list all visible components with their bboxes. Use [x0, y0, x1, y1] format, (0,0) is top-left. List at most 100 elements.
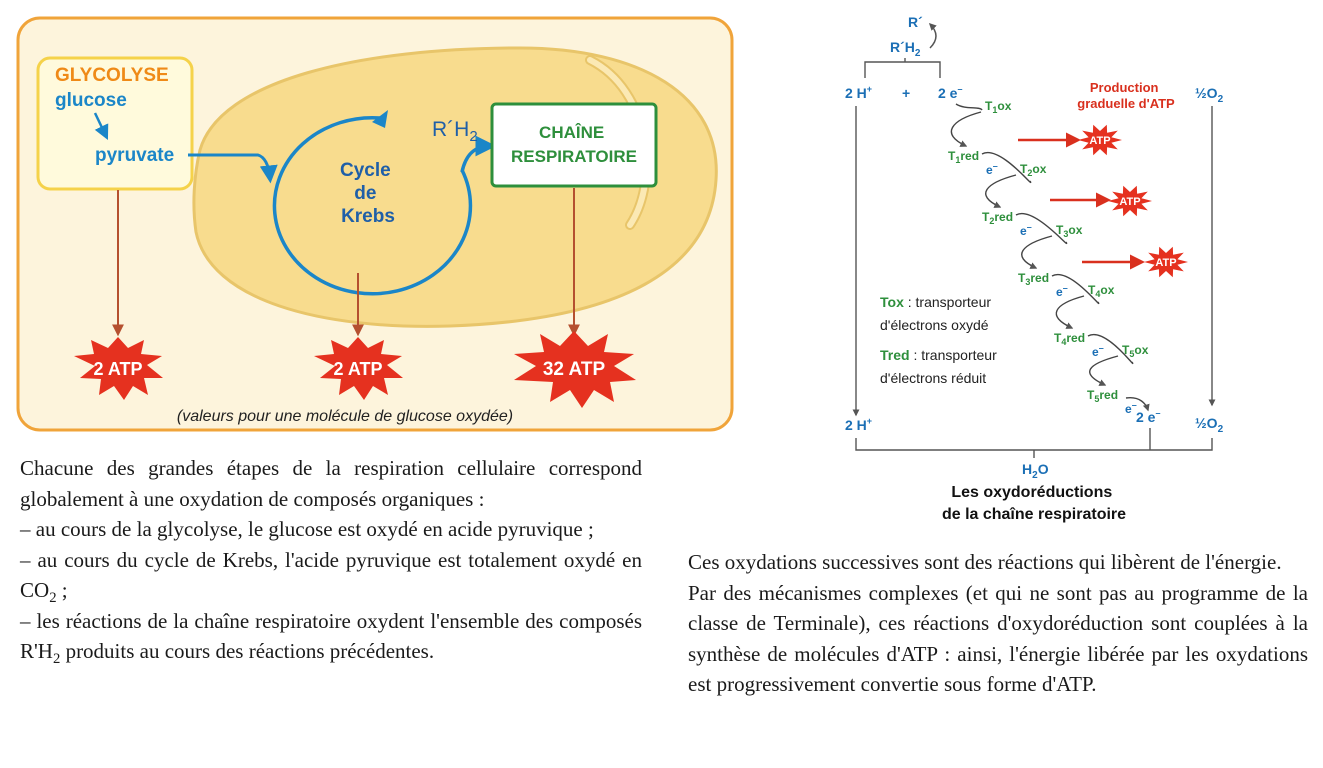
- right-para-2: Par des mécanismes complexes (et qui ne …: [688, 580, 1308, 697]
- rh2-split-lines: [864, 58, 941, 78]
- carrier-4-ox-t: T: [1088, 283, 1096, 297]
- carrier-1-ox-t: T: [985, 99, 993, 113]
- carrier-1-ox-index: 1: [992, 105, 997, 115]
- left-point-glycolyse: – au cours de la glycolyse, le glucose e…: [20, 517, 594, 541]
- glycolyse-title: GLYCOLYSE: [55, 65, 169, 86]
- carrier-1-red: T1red: [948, 149, 979, 165]
- atp-chaine-label: 32 ATP: [543, 359, 606, 380]
- transfer-arc-1: [981, 151, 1032, 184]
- e-bottom-text: 2 e: [1136, 409, 1156, 425]
- carrier-chain: T1oxT1rede–T2oxT2rede–T3oxT3rede–T4oxT4r…: [948, 99, 1188, 416]
- carrier-1-red-state: red: [960, 149, 979, 163]
- cellular-respiration-diagram: GLYCOLYSE glucose pyruvate Cycle de Kreb…: [16, 16, 734, 432]
- tox-term: Tox: [880, 294, 904, 310]
- carrier-1-ox-state: ox: [997, 99, 1011, 113]
- carrier-1-red-index: 1: [955, 155, 960, 165]
- krebs-line-3: Krebs: [341, 206, 395, 227]
- transfer-arc-3: [1051, 273, 1100, 305]
- caption: (valeurs pour une molécule de glucose ox…: [177, 408, 513, 425]
- pyruvate-label: pyruvate: [95, 145, 174, 166]
- carrier-2-ox-state: ox: [1032, 162, 1046, 176]
- exit-arc: [1125, 396, 1150, 412]
- e-bottom: 2 e–: [1136, 408, 1160, 425]
- tred-term: Tred: [880, 347, 910, 363]
- chaine-respiratoire-box: [490, 102, 658, 188]
- half-o2-bottom: ½O2: [1195, 415, 1224, 435]
- carrier-2-ox-index: 2: [1027, 168, 1032, 178]
- redox-arc-4: [1055, 295, 1085, 329]
- tox-def-1: : transporteur: [904, 294, 991, 310]
- chain-title: Les oxydoréductions de la chaîne respira…: [942, 484, 1126, 523]
- carrier-5-red-t: T: [1087, 388, 1095, 402]
- krebs-line-1: Cycle: [340, 160, 391, 181]
- rh2-sub: 2: [469, 128, 477, 145]
- chain-title-line-1: Les oxydoréductions: [951, 484, 1112, 501]
- carrier-5-ox: T5ox: [1122, 343, 1149, 359]
- respiratory-chain-diagram: R´ R´H2 2 H+ + 2 e– ½O2 Production gradu…: [845, 14, 1224, 523]
- glycolyse-box: [36, 56, 194, 191]
- carrier-3-ox: T3ox: [1056, 223, 1083, 239]
- h2o-o: O: [1038, 461, 1049, 477]
- right-para-1: Ces oxydations successives sont des réac…: [688, 550, 1282, 574]
- rh2-to-r-arrow: [928, 22, 937, 49]
- redox-arc-2: [985, 174, 1017, 208]
- carrier-2-red: T2red: [982, 210, 1013, 226]
- atp-burst-krebs: 2 ATP: [314, 337, 403, 400]
- electron-e-2: e: [1020, 224, 1027, 238]
- rh2-top-label: R´H2: [890, 39, 921, 59]
- e-top-text: 2 e: [938, 85, 958, 101]
- atp-burst-2: [1108, 185, 1152, 217]
- electron-sign-3: –: [1063, 283, 1068, 293]
- carrier-5-ox-t: T: [1122, 343, 1130, 357]
- electron-e-3: e: [1056, 285, 1063, 299]
- rh2-top-main: R´H: [890, 39, 915, 55]
- carrier-2-red-index: 2: [989, 216, 994, 226]
- carrier-2-ox-t: T: [1020, 162, 1028, 176]
- carrier-3-ox-index: 3: [1063, 229, 1068, 239]
- chaine-line-1: CHAÎNE: [539, 123, 604, 142]
- transfer-arc-2: [1015, 212, 1068, 245]
- e-bottom-sup: –: [1155, 408, 1160, 418]
- h-plus-top-text: 2 H: [845, 85, 867, 101]
- electron-label-4: e–: [1092, 343, 1104, 359]
- h2o-label: H2O: [1022, 461, 1049, 481]
- glucose-label: glucose: [55, 90, 127, 111]
- carrier-3-red-state: red: [1030, 271, 1049, 285]
- carrier-2-red-t: T: [982, 210, 990, 224]
- atp-burst-glycolyse: 2 ATP: [74, 337, 163, 400]
- carrier-3-ox-state: ox: [1068, 223, 1082, 237]
- h-plus-bottom-sup: +: [867, 416, 872, 426]
- carrier-4-red-index: 4: [1061, 337, 1066, 347]
- left-point-krebs: – au cours du cycle de Krebs, l'acide py…: [20, 545, 642, 606]
- r-prime-label: R´: [908, 14, 923, 30]
- left-intro: Chacune des grandes étapes de la respira…: [20, 456, 642, 511]
- carrier-1-red-t: T: [948, 149, 956, 163]
- tox-legend: Tox : transporteur d'électrons oxydé: [880, 294, 995, 333]
- tox-def-2: d'électrons oxydé: [880, 317, 989, 333]
- tred-def-2: d'électrons réduit: [880, 370, 986, 386]
- carrier-1-ox: T1ox: [985, 99, 1012, 115]
- redox-arc-1: [950, 111, 982, 147]
- carrier-4-ox-index: 4: [1095, 289, 1100, 299]
- right-paragraph: Ces oxydations successives sont des réac…: [688, 547, 1308, 700]
- plus-sign: +: [902, 85, 910, 101]
- electron-e-1: e: [986, 163, 993, 177]
- carrier-3-red: T3red: [1018, 271, 1049, 287]
- carrier-3-ox-t: T: [1056, 223, 1064, 237]
- atp-krebs-label: 2 ATP: [333, 359, 382, 379]
- left-point-chain: – les réactions de la chaîne respiratoir…: [20, 606, 642, 667]
- chaine-respiratoire-label: CHAÎNE RESPIRATOIRE: [511, 123, 637, 166]
- half-o2-bottom-sub: 2: [1218, 424, 1224, 435]
- krebs-cycle-circle: [272, 115, 473, 296]
- carrier-4-red-state: red: [1066, 331, 1085, 345]
- chain-title-line-2: de la chaîne respiratoire: [942, 506, 1126, 523]
- half-o2-top: ½O2: [1195, 85, 1224, 105]
- krebs-arrowhead: [372, 110, 388, 128]
- h2o-sub: 2: [1032, 470, 1038, 481]
- entry-arc: [955, 103, 983, 111]
- atp-burst-label-2: ATP: [1119, 196, 1140, 208]
- carrier-5-ox-index: 5: [1129, 349, 1134, 359]
- left-point-chain-text: – les réactions de la chaîne respiratoir…: [20, 608, 642, 664]
- carrier-4-red-t: T: [1054, 331, 1062, 345]
- production-line-2: graduelle d'ATP: [1077, 96, 1175, 111]
